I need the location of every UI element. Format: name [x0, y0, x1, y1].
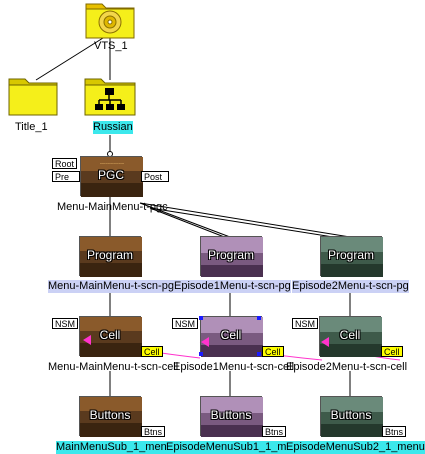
btns-tag: Btns	[141, 426, 166, 437]
vts-node[interactable]: VTS_1	[84, 0, 136, 54]
selection-handle[interactable]	[257, 316, 261, 320]
program-thumbnail: Program	[79, 236, 142, 277]
program-label: Episode2Menu-t-scn-pg	[292, 280, 409, 293]
cell-node-1[interactable]: Cell NSM Cell Menu-MainMenu-t-scn-cell	[46, 316, 178, 374]
selection-handle[interactable]	[199, 316, 203, 320]
cell-tag: Cell	[262, 346, 284, 357]
nsm-tag: NSM	[52, 318, 78, 329]
cell-thumb-text: Cell	[99, 328, 121, 342]
program-thumbnail: Program	[320, 236, 383, 277]
program-node-1[interactable]: Program Menu-MainMenu-t-scn-pg	[48, 236, 174, 294]
title-label: Title_1	[15, 121, 48, 133]
buttons-thumb-text: Buttons	[89, 408, 131, 422]
disc-folder-icon	[85, 3, 135, 39]
pgc-thumbnail: ~~~~~~~~~ PGC	[80, 156, 143, 197]
svg-text:~~~~~~~~~: ~~~~~~~~~	[100, 162, 125, 167]
buttons-node-2[interactable]: Buttons Btns EpisodeMenuSub1_1_menu	[164, 396, 305, 454]
program-node-3[interactable]: Program Episode2Menu-t-scn-pg	[290, 236, 416, 294]
cell-tag: Cell	[381, 346, 403, 357]
cell-tag: Cell	[141, 346, 163, 357]
cell-thumbnail: Cell	[200, 316, 263, 357]
cell-thumb-text: Cell	[339, 328, 361, 342]
language-node[interactable]: Russian	[84, 76, 140, 134]
cell-node-2[interactable]: Cell NSM Cell Episode1Menu-t-scn-cell	[170, 316, 294, 374]
program-label: Menu-MainMenu-t-scn-pg	[48, 280, 174, 293]
pgc-pre-tag: Pre	[52, 171, 80, 182]
buttons-thumb-text: Buttons	[330, 408, 372, 422]
selection-handle[interactable]	[199, 352, 203, 356]
cell-label: Menu-MainMenu-t-scn-cell	[48, 361, 179, 373]
btns-tag: Btns	[382, 426, 407, 437]
pgc-post-tag: Post	[141, 171, 169, 182]
program-node-2[interactable]: Program Episode1Menu-t-scn-pg	[172, 236, 292, 294]
cell-label: Episode1Menu-t-scn-cell	[173, 361, 295, 373]
folder-icon	[8, 78, 58, 116]
cell-marker-icon	[201, 337, 209, 347]
cell-thumb-text: Cell	[220, 328, 242, 342]
buttons-thumbnail: Buttons	[200, 396, 263, 437]
buttons-node-3[interactable]: Buttons Btns EpisodeMenuSub2_1_menu	[286, 396, 425, 454]
btns-tag: Btns	[262, 426, 287, 437]
cell-marker-icon	[83, 335, 91, 345]
buttons-label: EpisodeMenuSub1_1_menu	[166, 441, 305, 454]
program-thumb-text: Program	[207, 248, 254, 262]
buttons-label: EpisodeMenuSub2_1_menu	[286, 441, 425, 454]
language-label: Russian	[93, 121, 133, 134]
buttons-thumb-text: Buttons	[210, 408, 252, 422]
nsm-tag: NSM	[172, 318, 198, 329]
cell-node-3[interactable]: Cell NSM Cell Episode2Menu-t-scn-cell	[286, 316, 416, 374]
program-thumb-text: Program	[86, 248, 133, 262]
pgc-node[interactable]: ~~~~~~~~~ PGC Root Pre Post Menu-MainMen…	[50, 156, 180, 214]
buttons-node-1[interactable]: Buttons Btns MainMenuSub_1_menu	[54, 396, 174, 454]
cell-thumbnail: Cell	[319, 316, 382, 357]
menu-tree-folder-icon	[84, 78, 136, 116]
buttons-thumbnail: Buttons	[79, 396, 142, 437]
buttons-label: MainMenuSub_1_menu	[56, 441, 173, 454]
pgc-root-tag: Root	[52, 158, 78, 169]
title-node[interactable]: Title_1	[6, 76, 66, 134]
program-thumbnail: Program	[200, 236, 263, 277]
cell-marker-icon	[321, 337, 329, 347]
nsm-tag: NSM	[292, 318, 318, 329]
program-thumb-text: Program	[327, 248, 374, 262]
buttons-thumbnail: Buttons	[320, 396, 383, 437]
pgc-thumb-text: PGC	[97, 168, 124, 182]
selection-handle[interactable]	[257, 352, 261, 356]
cell-label: Episode2Menu-t-scn-cell	[286, 361, 408, 373]
vts-label: VTS_1	[94, 40, 128, 52]
program-label: Episode1Menu-t-scn-pg	[174, 280, 291, 293]
pgc-label: Menu-MainMenu-t-pgc	[57, 201, 168, 213]
